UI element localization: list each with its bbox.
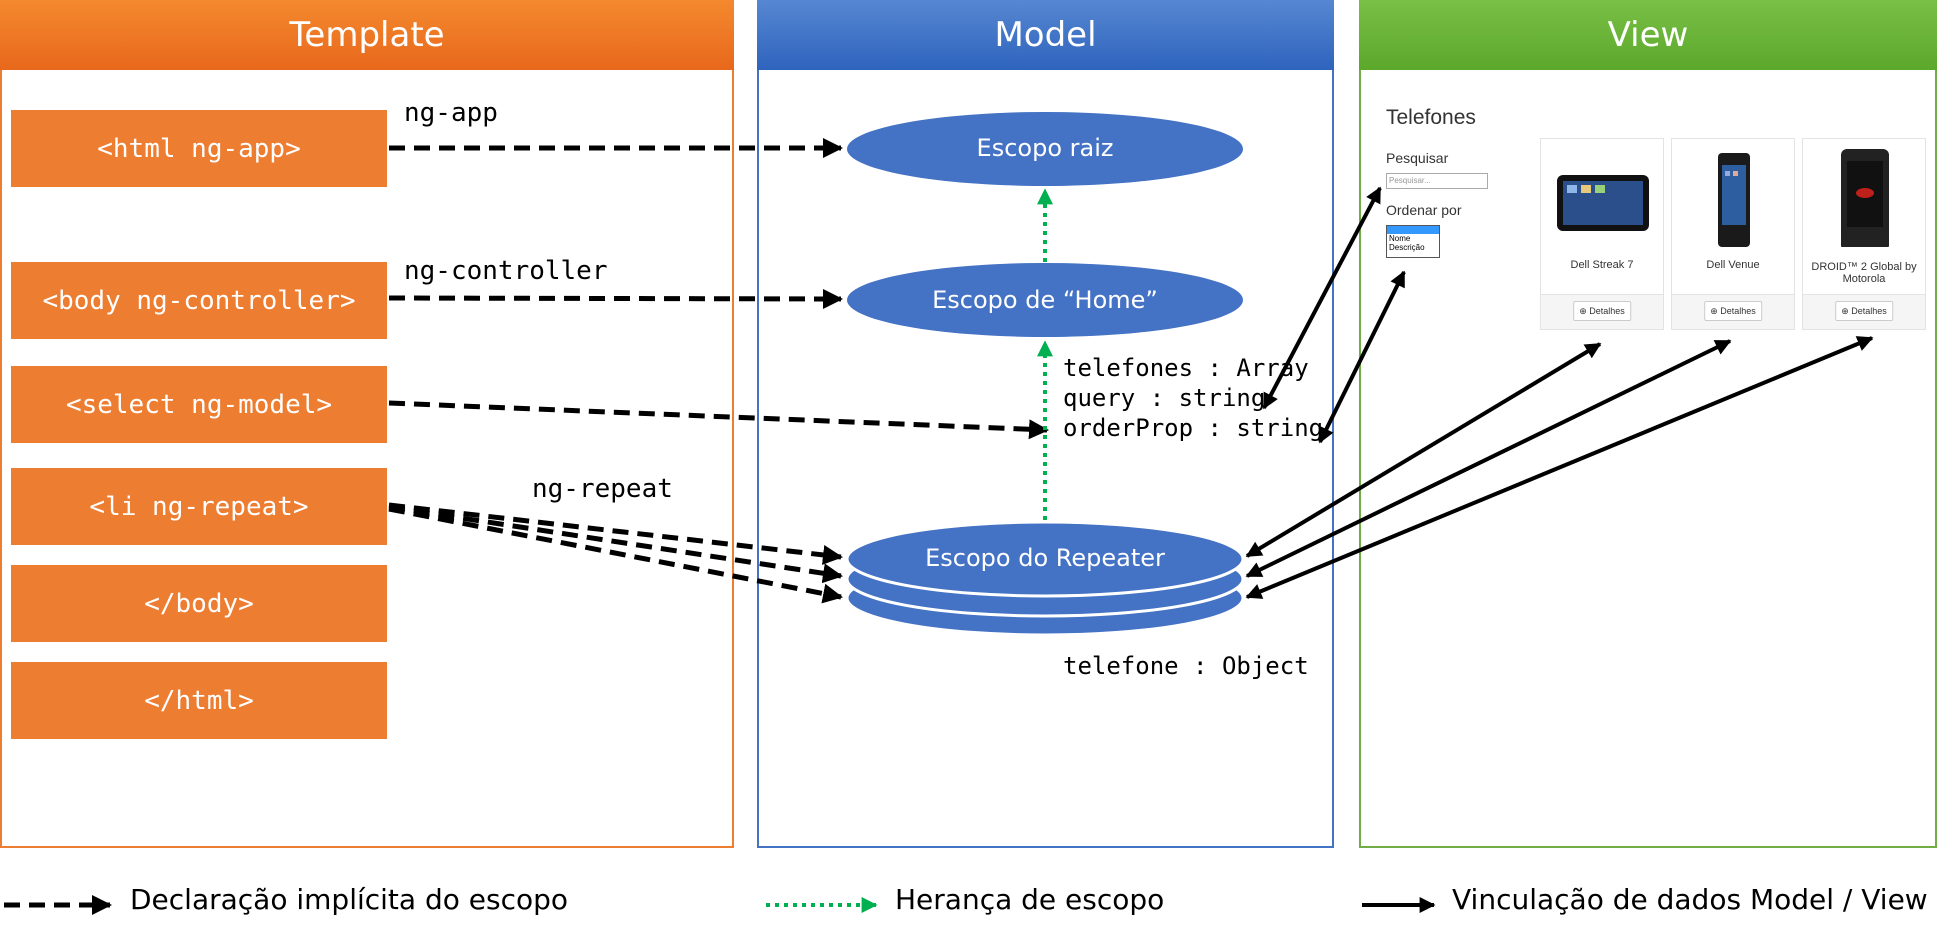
property-telefone: telefone : Object (1063, 652, 1309, 680)
ng-controller-label: ng-controller (404, 256, 608, 286)
zoom-in-icon: ⊕ (1710, 306, 1721, 316)
order-label: Ordenar por (1386, 202, 1462, 218)
template-column-header: Template (0, 0, 734, 70)
phone-name-3: DROID™ 2 Global by Motorola (1811, 261, 1917, 285)
view-page-title: Telefones (1386, 106, 1476, 129)
order-option-name[interactable]: Nome (1389, 234, 1411, 243)
phone-card-2: Dell Venue ⊕ Detalhes (1671, 138, 1795, 330)
phone-name-1: Dell Streak 7 (1570, 259, 1634, 271)
repeater-scope-label: Escopo do Repeater (925, 544, 1165, 572)
search-input[interactable]: Pesquisar... (1386, 173, 1488, 189)
arrow-ng-repeat-1 (388, 502, 843, 565)
phone-card-footer-3: ⊕ Detalhes (1803, 294, 1925, 329)
binding-phone-3 (1245, 336, 1874, 599)
property-query: query : string (1063, 384, 1266, 412)
template-item-li: <li ng-repeat> (11, 468, 387, 545)
template-item-body-close: </body> (11, 565, 387, 642)
view-column-header: View (1359, 0, 1937, 70)
property-orderprop: orderProp : string (1063, 414, 1324, 442)
arrow-ng-controller (388, 288, 843, 309)
template-item-html-close: </html> (11, 662, 387, 739)
root-scope-label: Escopo raiz (976, 134, 1114, 162)
root-scope-ellipse (847, 112, 1243, 186)
template-item-select: <select ng-model> (11, 366, 387, 443)
tablet-icon (1557, 175, 1649, 231)
template-column-frame (0, 70, 734, 848)
ng-app-label: ng-app (404, 98, 498, 128)
template-item-body: <body ng-controller> (11, 262, 387, 339)
arrow-ng-repeat-2 (388, 504, 843, 584)
home-scope-label: Escopo de “Home” (932, 286, 1158, 314)
details-button-2[interactable]: ⊕ Detalhes (1704, 301, 1762, 321)
repeater-scope-ellipse-1 (845, 520, 1245, 598)
legend-dotted-label: Herança de escopo (895, 883, 1165, 916)
property-telefones: telefones : Array (1063, 354, 1309, 382)
zoom-in-icon: ⊕ (1841, 306, 1852, 316)
template-item-html: <html ng-app> (11, 110, 387, 187)
phone-card-1: Dell Streak 7 ⊕ Detalhes (1540, 138, 1664, 330)
zoom-in-icon: ⊕ (1579, 306, 1590, 316)
details-button-1[interactable]: ⊕ Detalhes (1573, 301, 1631, 321)
phone-icon (1841, 149, 1889, 247)
legend-solid-label: Vinculação de dados Model / View (1452, 883, 1928, 916)
order-select-selected-bar (1387, 226, 1439, 234)
phone-card-footer-1: ⊕ Detalhes (1541, 294, 1663, 329)
model-column-header: Model (757, 0, 1334, 70)
ng-repeat-label: ng-repeat (532, 474, 673, 504)
binding-phone-2 (1245, 339, 1732, 578)
phone-icon (1718, 153, 1750, 247)
details-button-3[interactable]: ⊕ Detalhes (1835, 301, 1893, 321)
phone-card-footer-2: ⊕ Detalhes (1672, 294, 1794, 329)
phone-name-2: Dell Venue (1706, 259, 1760, 271)
home-scope-ellipse (847, 263, 1243, 337)
arrow-ng-model (388, 400, 1049, 440)
order-select[interactable]: Nome Descrição (1386, 225, 1440, 258)
arrow-ng-repeat-3 (388, 506, 843, 604)
phone-card-3: DROID™ 2 Global by Motorola ⊕ Detalhes (1802, 138, 1926, 330)
binding-orderprop (1318, 270, 1406, 444)
order-option-description[interactable]: Descrição (1389, 243, 1425, 252)
legend-dashed-label: Declaração implícita do escopo (130, 883, 569, 916)
search-label: Pesquisar (1386, 150, 1449, 166)
